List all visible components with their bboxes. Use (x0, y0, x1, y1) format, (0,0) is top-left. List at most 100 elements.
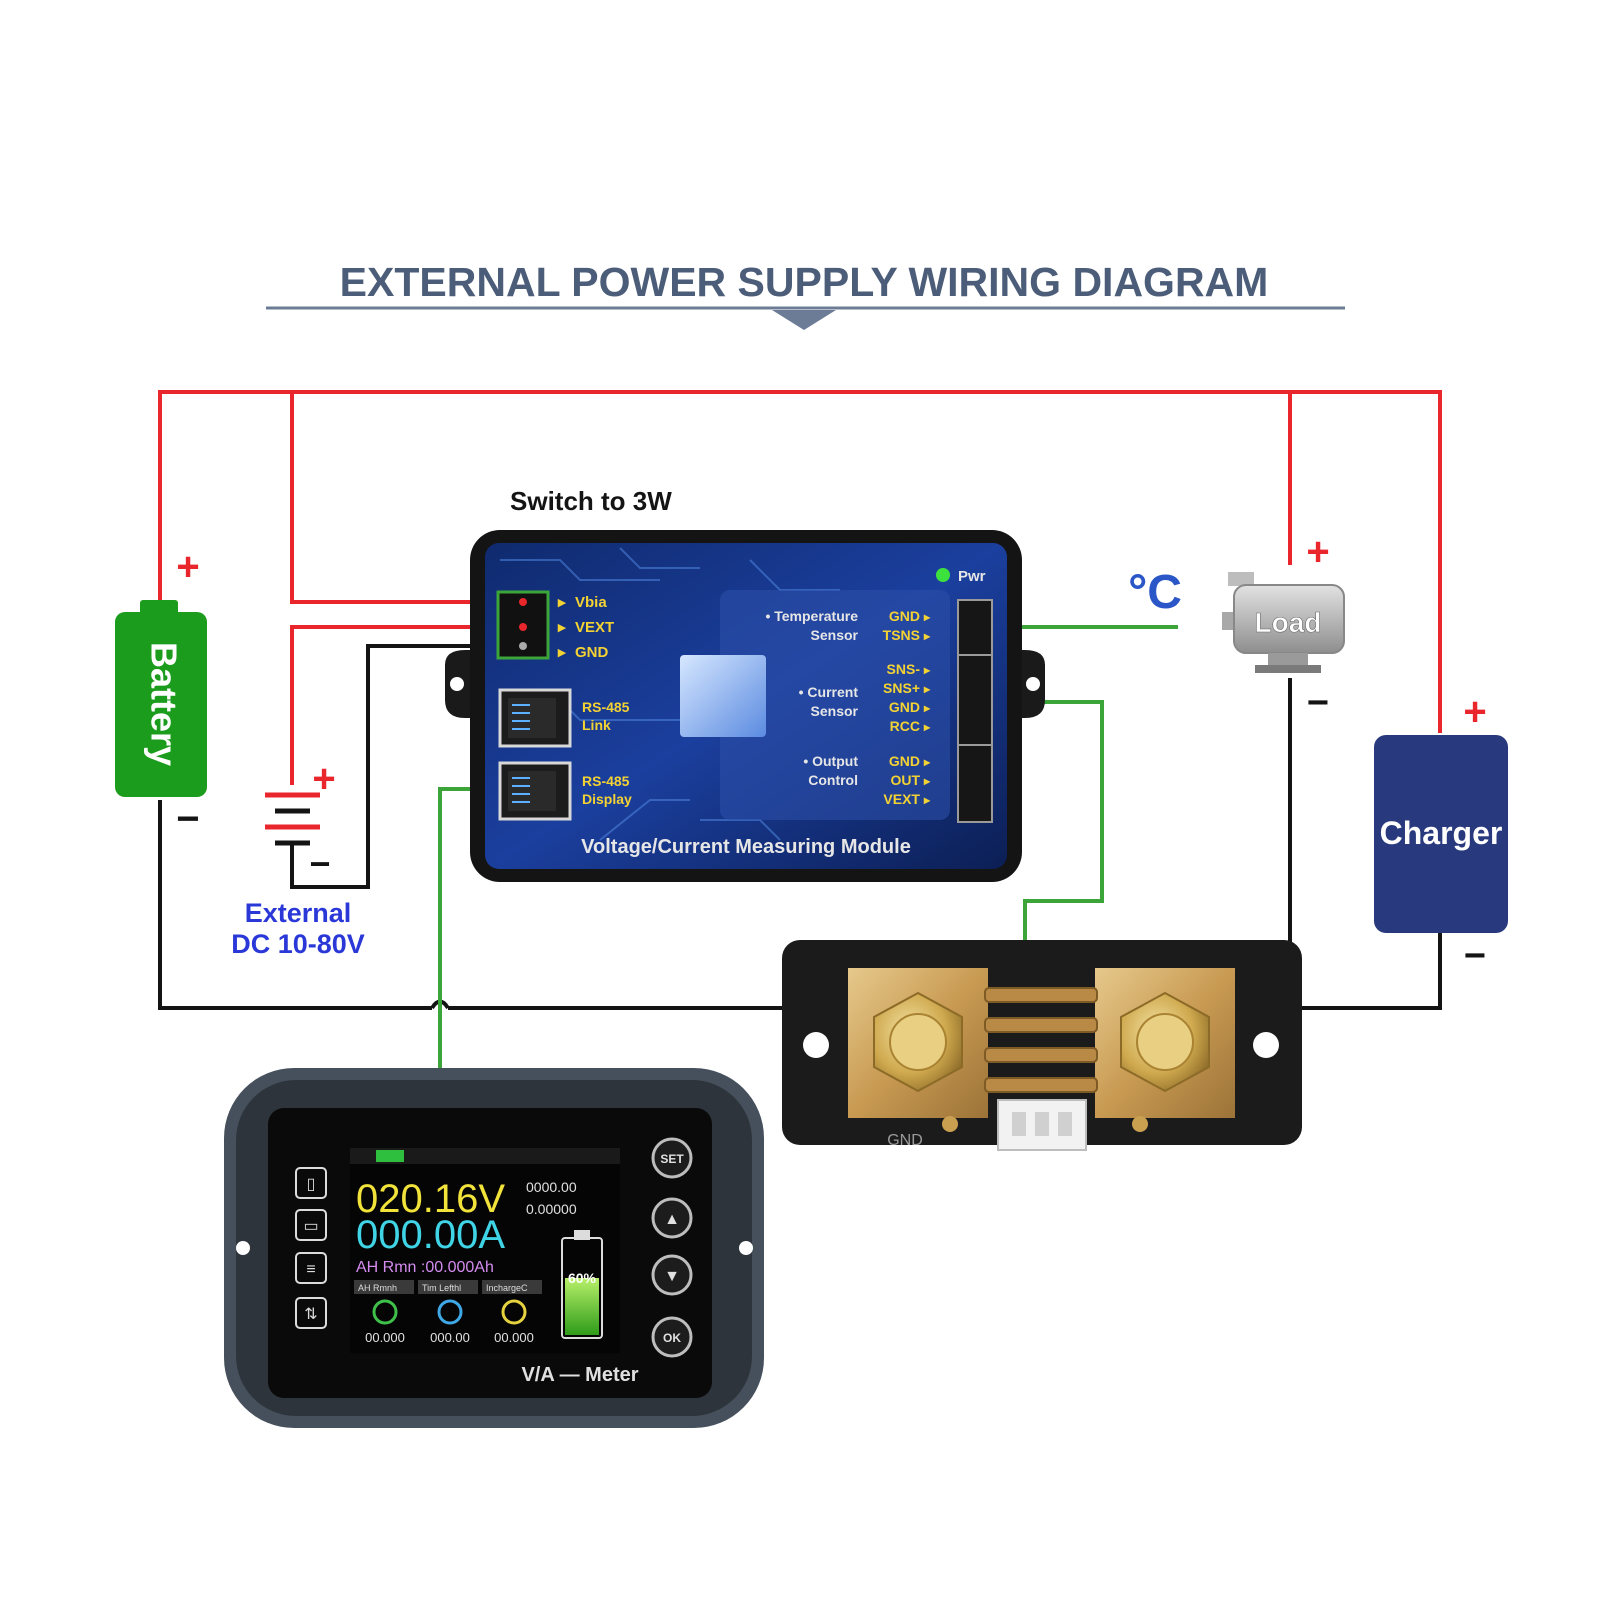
meter-icon-2 (295, 1209, 327, 1241)
svg-text:▸: ▸ (923, 629, 931, 643)
group-current-line1: • Current (799, 684, 859, 700)
external-label-line1: External (245, 898, 352, 928)
meter-gauge-1-icon (372, 1299, 398, 1325)
pin-out-gnd: GND (889, 753, 920, 769)
shunt-gnd-label: GND (887, 1132, 923, 1149)
external-plus: + (312, 757, 335, 801)
svg-text:▸: ▸ (557, 594, 567, 611)
meter-tab-2: Tim Lefthl (422, 1283, 461, 1293)
battery-label: Battery (143, 642, 184, 766)
svg-text:▭: ▭ (303, 1218, 318, 1235)
svg-text:▸: ▸ (557, 644, 567, 661)
meter-up-arrow-icon: ▲ (664, 1211, 680, 1228)
title-text: EXTERNAL POWER SUPPLY WIRING DIAGRAM (340, 259, 1269, 305)
svg-text:▸: ▸ (923, 774, 931, 788)
power-led-label: Pwr (958, 568, 986, 585)
temperature-symbol: °C (1128, 566, 1182, 619)
pin-vbia: Vbia (575, 594, 607, 611)
meter-gauge-3-icon (501, 1299, 527, 1325)
battery-minus: − (176, 797, 199, 841)
power-led-icon (936, 568, 950, 582)
pin-gnd: GND (575, 644, 609, 661)
charger-minus: − (1464, 935, 1486, 977)
pin-out-out: OUT (890, 772, 920, 788)
charger-label: Charger (1380, 815, 1503, 851)
rs485-link-line1: RS-485 (582, 699, 630, 715)
svg-text:▯: ▯ (307, 1176, 316, 1193)
meter-button-set[interactable]: SET (651, 1137, 693, 1179)
group-current-line2: Sensor (811, 703, 859, 719)
load-minus: − (1307, 682, 1329, 724)
meter-button-set-label: SET (660, 1152, 684, 1166)
group-output-line2: Control (808, 772, 858, 788)
svg-text:▸: ▸ (557, 619, 567, 636)
meter-ah-remaining: AH Rmn :00.000Ah (356, 1259, 494, 1276)
charger-plus: + (1463, 690, 1486, 734)
svg-text:▸: ▸ (923, 755, 931, 769)
meter-button-up[interactable]: ▲ (651, 1197, 693, 1239)
meter-battery-gauge (561, 1237, 603, 1339)
measuring-module: Pwr Vbia VEXT GND ▸ ▸ ▸ RS-485 Link RS-485… (445, 530, 1045, 882)
meter-tab-3: InchargeC (486, 1283, 528, 1293)
chip-icon (680, 655, 766, 737)
svg-text:▸: ▸ (923, 701, 931, 715)
pin-cur-rcc: RCC (890, 718, 920, 734)
svg-text:≡: ≡ (306, 1261, 315, 1278)
load-plus: + (1306, 530, 1329, 574)
svg-text:▸: ▸ (923, 682, 931, 696)
meter-brand: V/A — Meter (521, 1364, 638, 1386)
meter-stat-1: 0000.00 (526, 1179, 577, 1195)
pin-cur-sns-neg: SNS- (887, 661, 921, 677)
group-output-line1: • Output (803, 753, 858, 769)
load: Load + − (1222, 530, 1345, 724)
meter-battery-pct: 60% (568, 1270, 597, 1286)
meter-voltage: 020.16V (356, 1177, 505, 1221)
meter-icon-3 (295, 1252, 327, 1284)
meter-small-val-3: 00.000 (494, 1330, 534, 1345)
rs485-link-port: RS-485 Link (498, 688, 630, 748)
pin-out-vext: VEXT (883, 791, 920, 807)
svg-text:▸: ▸ (923, 793, 931, 807)
positive-wires (158, 390, 1442, 785)
meter-down-arrow-icon: ▼ (664, 1268, 680, 1285)
group-temp-line2: Sensor (811, 627, 859, 643)
meter-stat-2: 0.00000 (526, 1201, 577, 1217)
diagram-title: EXTERNAL POWER SUPPLY WIRING DIAGRAM (266, 259, 1345, 330)
rs485-display-line2: Display (582, 791, 632, 807)
switch-note: Switch to 3W (510, 486, 672, 516)
battery-plus: + (176, 545, 199, 589)
rs485-display-line1: RS-485 (582, 773, 630, 789)
external-label-line2: DC 10-80V (231, 929, 365, 959)
svg-text:▸: ▸ (923, 610, 931, 624)
load-label: Load (1255, 607, 1322, 638)
pin-cur-gnd: GND (889, 699, 920, 715)
pin-temp-tsns: TSNS (883, 627, 920, 643)
meter-icon-4 (295, 1297, 327, 1329)
group-temp-line1: • Temperature (765, 608, 858, 624)
pin-temp-gnd: GND (889, 608, 920, 624)
meter-small-val-2: 000.00 (430, 1330, 470, 1345)
title-chevron-icon (772, 310, 836, 330)
pin-cur-sns-pos: SNS+ (883, 680, 920, 696)
charger: Charger + − (1374, 690, 1508, 977)
battery: Battery + − (115, 545, 207, 841)
meter-icon-1 (295, 1167, 327, 1199)
svg-text:⇅: ⇅ (304, 1306, 317, 1323)
meter-small-val-1: 00.000 (365, 1330, 405, 1345)
shunt: GND (782, 940, 1302, 1151)
module-name: Voltage/Current Measuring Module (581, 836, 911, 858)
rs485-display-port: RS-485 Display (498, 761, 632, 821)
meter-tab-1: AH Rmnh (358, 1283, 397, 1293)
external-dc-source: + − External DC 10-80V (231, 757, 365, 959)
meter-button-ok[interactable]: OK (651, 1316, 693, 1358)
right-terminal-block (957, 599, 993, 823)
svg-text:▸: ▸ (923, 720, 931, 734)
va-meter: ▯▭≡⇅ 020.16V 000.00A 0000.00 0.00000 AH … (224, 1068, 764, 1428)
meter-gauge-2-icon (437, 1299, 463, 1325)
meter-button-down[interactable]: ▼ (651, 1254, 693, 1296)
external-minus: − (309, 843, 330, 884)
svg-text:▸: ▸ (923, 663, 931, 677)
pin-vext: VEXT (575, 619, 614, 636)
meter-button-ok-label: OK (663, 1331, 681, 1345)
